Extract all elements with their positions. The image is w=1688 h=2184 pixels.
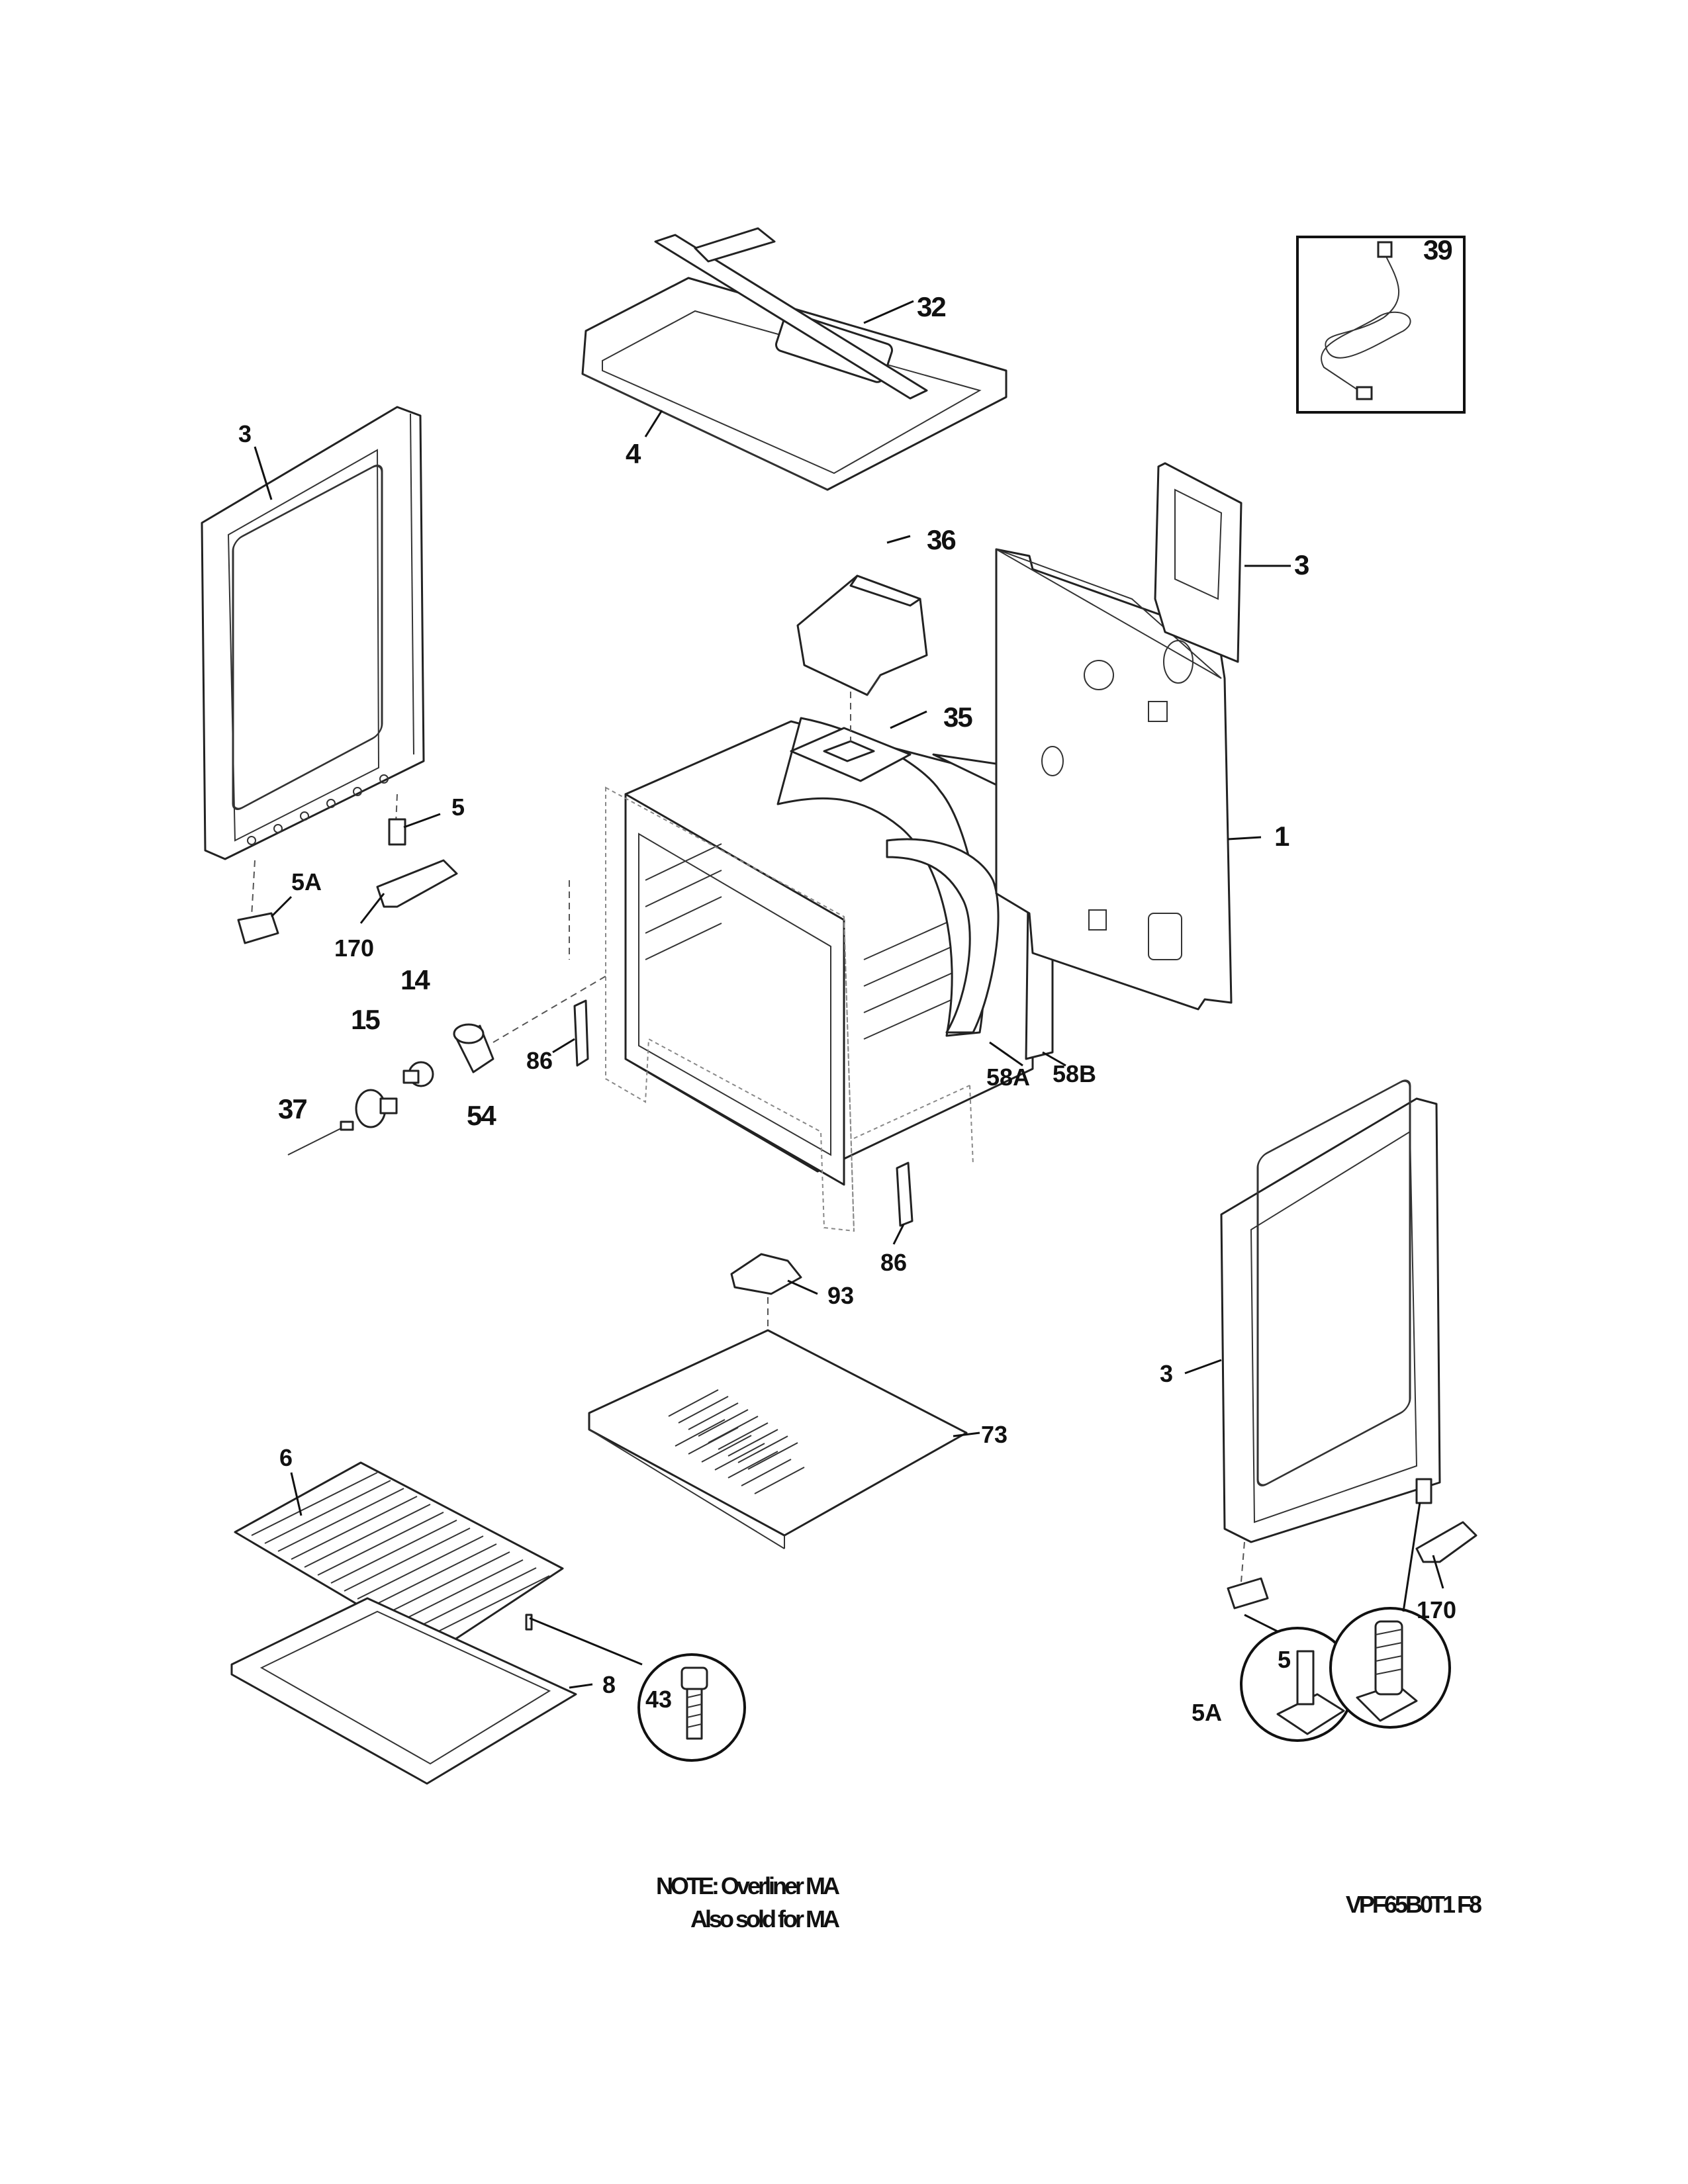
- light-bulb-icon: [355, 1023, 494, 1128]
- label-part-58A: 58A: [986, 1064, 1030, 1091]
- wire-part-37: [287, 1120, 354, 1156]
- label-part-5-left: 5: [451, 794, 465, 821]
- label-part-39: 39: [1423, 234, 1452, 265]
- label-part-4: 4: [626, 438, 641, 469]
- label-part-8: 8: [602, 1671, 616, 1698]
- power-cord-box: [1296, 236, 1466, 414]
- label-part-14: 14: [400, 964, 430, 995]
- label-part-3-left: 3: [238, 420, 252, 447]
- note-line-1: NOTE: Overliner MA: [656, 1872, 840, 1899]
- label-part-43: 43: [645, 1686, 672, 1713]
- leveling-leg-right: [1227, 1478, 1477, 1742]
- label-part-37: 37: [278, 1093, 306, 1124]
- label-part-170-left: 170: [334, 934, 374, 962]
- label-part-35: 35: [943, 702, 972, 733]
- label-part-170-right: 170: [1417, 1596, 1456, 1623]
- power-cord-icon: [1321, 241, 1411, 400]
- left-side-panel-part-3: [201, 406, 425, 860]
- bracket-part-86-top: [573, 999, 589, 1067]
- label-part-5A-left: 5A: [291, 868, 322, 895]
- label-part-15: 15: [351, 1004, 380, 1035]
- label-part-73: 73: [981, 1421, 1008, 1448]
- diagram-code: VPF65B0T1 F8: [1346, 1891, 1481, 1918]
- footer-notes: NOTE: Overliner MA Also sold for MA VPF6…: [656, 1872, 1484, 1933]
- label-part-93: 93: [827, 1282, 854, 1309]
- broil-pan-part-8: [230, 1597, 577, 1785]
- label-part-32: 32: [917, 291, 945, 322]
- back-panel-part-1: [995, 548, 1233, 1011]
- bracket-part-86-bottom: [896, 1161, 914, 1227]
- label-part-86-top: 86: [526, 1047, 553, 1074]
- label-part-1: 1: [1274, 821, 1289, 852]
- label-part-36: 36: [927, 524, 955, 555]
- bottom-panel-part-73: [588, 1329, 968, 1549]
- rear-bracket-part-3: [1154, 462, 1243, 663]
- top-brace-part-32: [654, 227, 928, 400]
- label-part-6: 6: [279, 1444, 293, 1471]
- label-part-5-right: 5: [1278, 1646, 1291, 1673]
- label-part-5A-right: 5A: [1192, 1699, 1222, 1726]
- right-side-panel-part-3: [1220, 1079, 1441, 1543]
- note-line-2: Also sold for MA: [690, 1905, 840, 1933]
- label-part-54: 54: [467, 1100, 496, 1131]
- screw-icon: [525, 1614, 746, 1762]
- label-part-58B: 58B: [1053, 1060, 1096, 1087]
- label-part-86-bottom: 86: [880, 1249, 907, 1276]
- leveling-leg-icon: [237, 818, 458, 944]
- label-part-3-right: 3: [1160, 1360, 1173, 1387]
- foot-part-93: [730, 1253, 802, 1295]
- vent-duct-part-36: [796, 574, 928, 696]
- leader-lines: [254, 300, 1444, 1689]
- label-part-3-bracket: 3: [1294, 549, 1309, 580]
- vent-plate-part-35: [790, 727, 912, 782]
